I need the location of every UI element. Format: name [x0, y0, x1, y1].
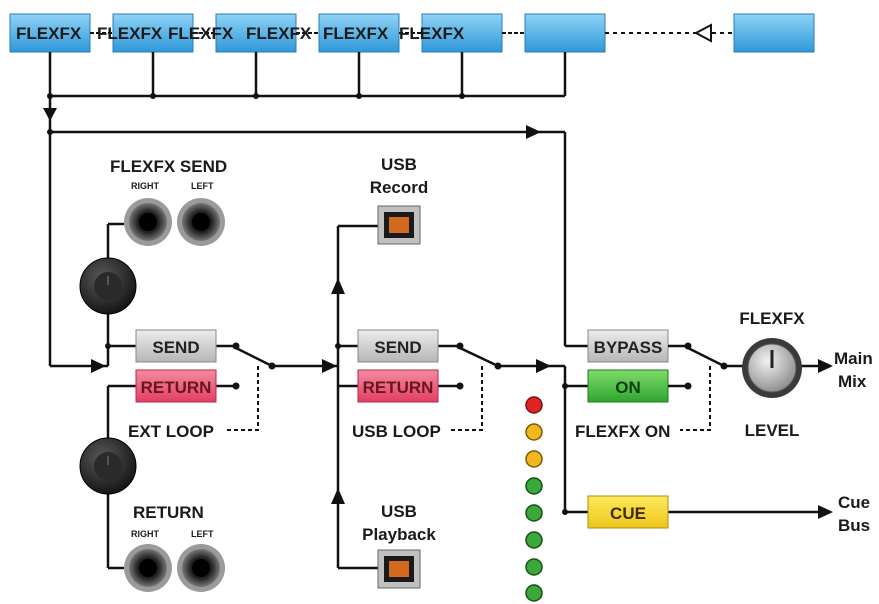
on-button-label: ON: [615, 378, 641, 397]
bypass-route-arrow-icon: [526, 125, 541, 139]
flexfx-on-dashed: [680, 366, 711, 431]
chain-arrow-icon: [693, 23, 712, 43]
ext-send-right-label: RIGHT: [131, 181, 160, 191]
ext-return-jack-right[interactable]: [124, 544, 172, 592]
usb-send-button[interactable]: [357, 329, 439, 363]
flexfx-slot-2[interactable]: [112, 13, 194, 53]
usb-playback-up-arrow-icon: [331, 488, 345, 504]
main-mix-line1: Main: [834, 349, 873, 368]
slot-label-3: FLEXFX: [168, 24, 234, 43]
ext-return-jack-left[interactable]: [177, 544, 225, 592]
flexfx-slot-row: FLEXFX FLEXFX FLEXFX FLEXFX FLEXFX FLEXF…: [9, 13, 815, 53]
ext-send-title: FLEXFX SEND: [110, 157, 227, 176]
ext-return-right-label: RIGHT: [131, 529, 160, 539]
flexfx-slot-3[interactable]: [215, 13, 297, 53]
main-trunk: [48, 96, 588, 368]
meter-led-8: [525, 584, 543, 602]
usb-return-button[interactable]: [357, 369, 439, 403]
ext-send-button-label: SEND: [152, 338, 199, 357]
ext-send-jack-right[interactable]: [124, 198, 172, 246]
usb-record-line1: USB: [381, 155, 417, 174]
usb-loop-dashed: [450, 366, 483, 431]
flexfx-slot-1[interactable]: [9, 13, 91, 53]
usb-in-arrow-icon: [322, 359, 337, 373]
ext-return-knob[interactable]: [79, 437, 137, 495]
main-mix-arrow-icon: [818, 359, 833, 373]
usb-playback-line1: USB: [381, 502, 417, 521]
cue-bus-line1: Cue: [838, 493, 870, 512]
flexfx-knob-label: LEVEL: [745, 421, 800, 440]
trunk-down-arrow-icon: [43, 108, 57, 121]
bypass-button-label: BYPASS: [594, 338, 663, 357]
ext-send-left-label: LEFT: [191, 181, 214, 191]
usb-record-up-arrow-icon: [331, 278, 345, 294]
ext-loop-label: EXT LOOP: [128, 422, 214, 441]
level-meter: [525, 396, 543, 602]
usb-record-line2: Record: [370, 178, 429, 197]
ext-send-jack-left[interactable]: [177, 198, 225, 246]
flexfx-level-knob[interactable]: [742, 338, 802, 398]
meter-led-7: [525, 558, 543, 576]
flexfx-slot-6[interactable]: [524, 13, 606, 53]
slot-label-6: FLEXFX: [399, 24, 465, 43]
slot-bus: [48, 52, 567, 98]
meter-led-5: [525, 504, 543, 522]
flexfx-slot-extra[interactable]: [733, 13, 815, 53]
slot-label-4: FLEXFX: [246, 24, 312, 43]
cue-button-label: CUE: [610, 504, 646, 523]
meter-led-1: [525, 396, 543, 414]
usb-loop-label: USB LOOP: [352, 422, 441, 441]
main-mix-line2: Mix: [838, 372, 867, 391]
meter-led-2: [525, 423, 543, 441]
on-button[interactable]: [587, 369, 669, 403]
flexfx-on-label: FLEXFX ON: [575, 422, 670, 441]
ext-return-title: RETURN: [133, 503, 204, 522]
ext-send-button[interactable]: [135, 329, 217, 363]
usb-send-button-label: SEND: [374, 338, 421, 357]
ext-return-left-label: LEFT: [191, 529, 214, 539]
ext-in-arrow-icon: [91, 359, 106, 373]
ext-loop-dashed: [224, 366, 259, 431]
meter-led-4: [525, 477, 543, 495]
ext-return-button-label: RETURN: [141, 378, 212, 397]
usb-playback-port-icon[interactable]: [377, 549, 421, 589]
slot-label-5: FLEXFX: [323, 24, 389, 43]
usb-return-button-label: RETURN: [363, 378, 434, 397]
cue-bus-arrow-icon: [818, 505, 833, 519]
ext-send-knob[interactable]: [79, 257, 137, 315]
usb-out-arrow-icon: [536, 359, 551, 373]
usb-playback-line2: Playback: [362, 525, 436, 544]
ext-return-button[interactable]: [135, 369, 217, 403]
cue-button[interactable]: [587, 495, 669, 529]
meter-led-6: [525, 531, 543, 549]
cue-bus-line2: Bus: [838, 516, 870, 535]
flexfx-knob-title: FLEXFX: [739, 309, 805, 328]
usb-record-port-icon[interactable]: [377, 205, 421, 245]
slot-label-1: FLEXFX: [16, 24, 82, 43]
meter-led-3: [525, 450, 543, 468]
slot-label-2: FLEXFX: [97, 24, 163, 43]
bus-junctions: [47, 93, 465, 99]
